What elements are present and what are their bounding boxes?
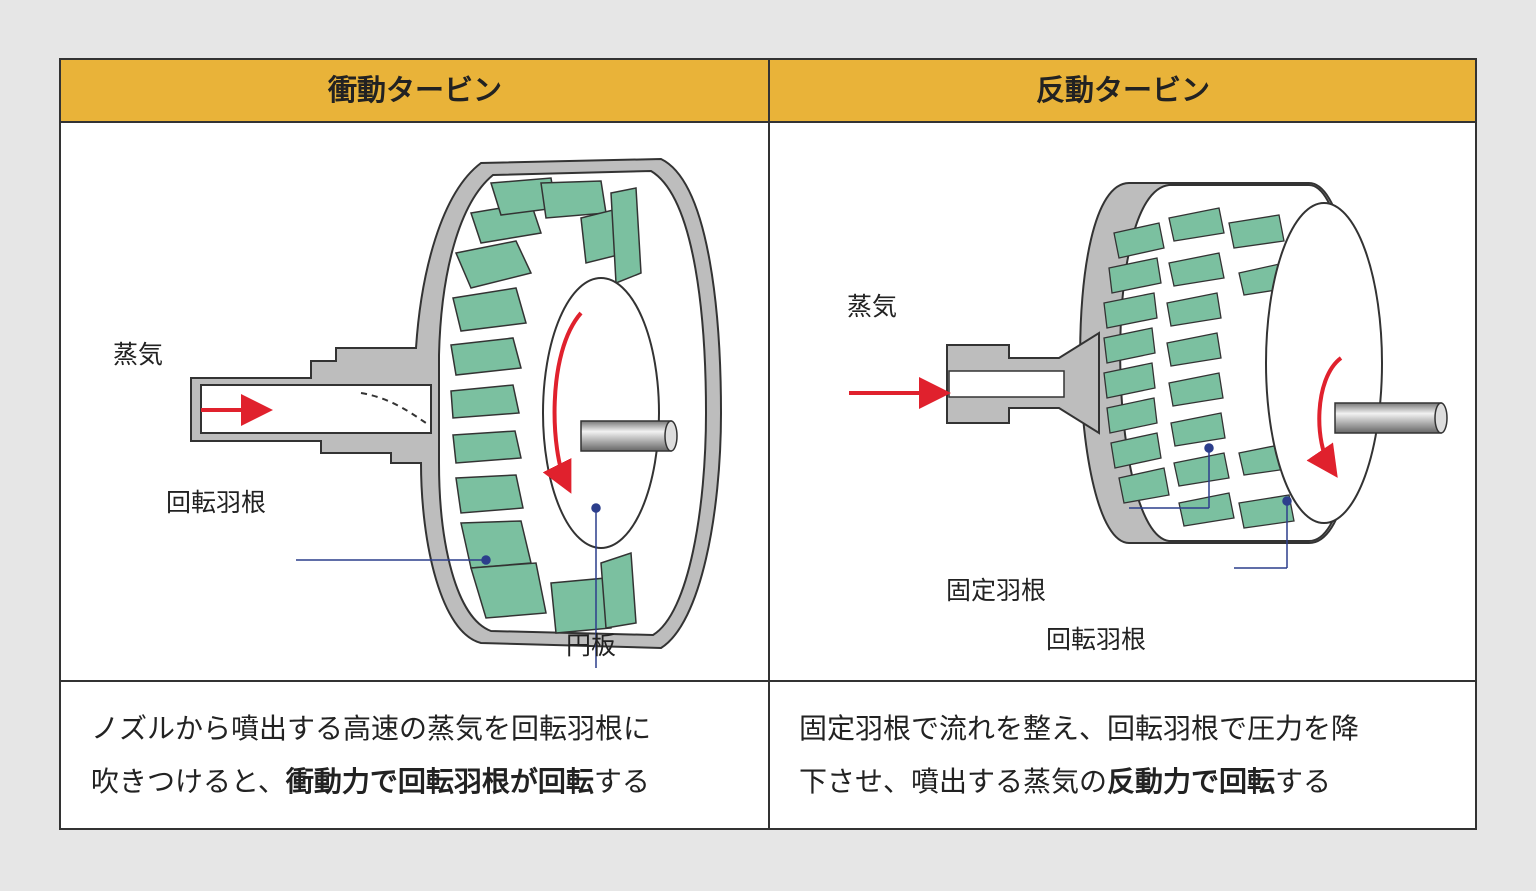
impulse-rotating-blades-label: 回転羽根 [166,488,267,517]
row-divider [61,680,1475,682]
impulse-disk-label: 円板 [566,631,617,660]
impulse-rotating-blades [450,177,642,634]
impulse-turbine-drawing [190,157,723,668]
reaction-steam-label: 蒸気 [847,292,898,321]
comparison-table: 衝動タービン 反動タービン [59,58,1477,830]
impulse-caption-line1: ノズルから噴出する高速の蒸気を回転羽根に [91,712,652,745]
reaction-shaft [1334,402,1448,434]
impulse-leader-lines [296,503,601,668]
impulse-caption: ノズルから噴出する高速の蒸気を回転羽根に 吹きつけると、衝動力で回転羽根が回転す… [91,702,751,808]
impulse-caption-tail: する [593,765,650,798]
impulse-shaft [580,420,678,452]
reaction-rotation-arrow [1306,356,1343,478]
reaction-caption-bold: 反動力で回転 [1107,765,1276,798]
impulse-steam-label: 蒸気 [113,340,164,369]
reaction-caption-tail: する [1275,765,1332,798]
impulse-caption-text: 吹きつけると、 [91,765,286,798]
reaction-caption-line2: 下させ、噴出する蒸気の反動力で回転する [799,755,1459,808]
reaction-turbine-drawing [849,182,1448,569]
column-divider [768,60,770,828]
impulse-rotation-arrow [542,311,583,494]
reaction-blades [1103,207,1295,529]
reaction-turbine-heading: 反動タービン [1035,73,1210,107]
reaction-leader-lines [1129,443,1292,569]
reaction-caption: 固定羽根で流れを整え、回転羽根で圧力を降 下させ、噴出する蒸気の反動力で回転する [799,702,1459,808]
reaction-fixed-blades-label: 固定羽根 [946,576,1047,605]
reaction-caption-line1: 固定羽根で流れを整え、回転羽根で圧力を降 [799,712,1360,745]
impulse-turbine-heading: 衝動タービン [327,73,502,107]
impulse-disk [542,277,660,549]
reaction-end-disk [1265,202,1383,524]
reaction-caption-text: 下させ、噴出する蒸気の [799,765,1108,798]
impulse-caption-line2: 吹きつけると、衝動力で回転羽根が回転する [91,755,751,808]
reaction-rotating-blades-label: 回転羽根 [1046,625,1147,654]
impulse-caption-bold: 衝動力で回転羽根が回転 [285,765,594,798]
